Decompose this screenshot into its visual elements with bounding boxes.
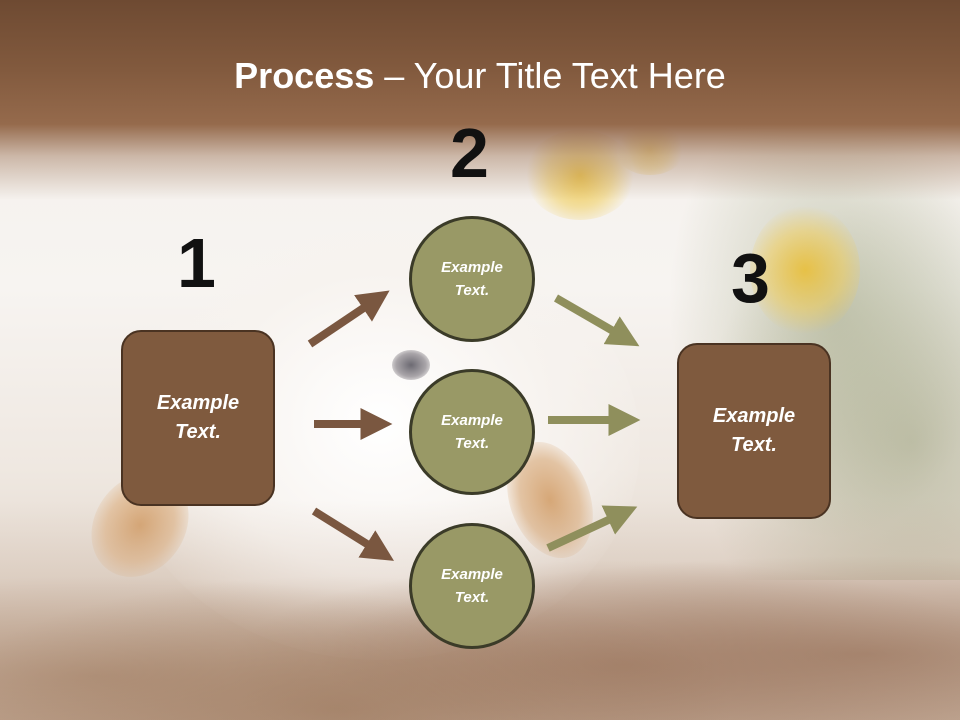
step-1-box: Example Text. <box>121 330 275 506</box>
step-number-1: 1 <box>177 224 216 302</box>
step-2-circle-top: Example Text. <box>409 216 535 342</box>
step-1-label: Example Text. <box>156 392 240 443</box>
title-rest: – Your Title Text Here <box>374 55 726 96</box>
arrow-circle-bottom-to-box <box>546 505 638 552</box>
arrow-box-to-circle-bottom <box>311 507 395 561</box>
step-3-box: Example Text. <box>677 343 831 519</box>
step-number-3: 3 <box>731 239 770 317</box>
arrow-circle-top-to-box <box>553 294 640 347</box>
circle-bottom-label: Example Text. <box>441 566 503 606</box>
step-2-circle-middle: Example Text. <box>409 369 535 495</box>
slide-title: Process – Your Title Text Here <box>0 54 960 98</box>
step-2-circle-bottom: Example Text. <box>409 523 535 649</box>
circle-top-label: Example Text. <box>441 259 503 299</box>
circle-middle-label: Example Text. <box>441 412 503 452</box>
step-3-label: Example Text. <box>712 405 796 456</box>
title-bold: Process <box>234 55 375 96</box>
step-number-2: 2 <box>450 114 489 192</box>
header-band <box>0 0 960 200</box>
arrow-box-to-circle-top <box>307 290 390 348</box>
